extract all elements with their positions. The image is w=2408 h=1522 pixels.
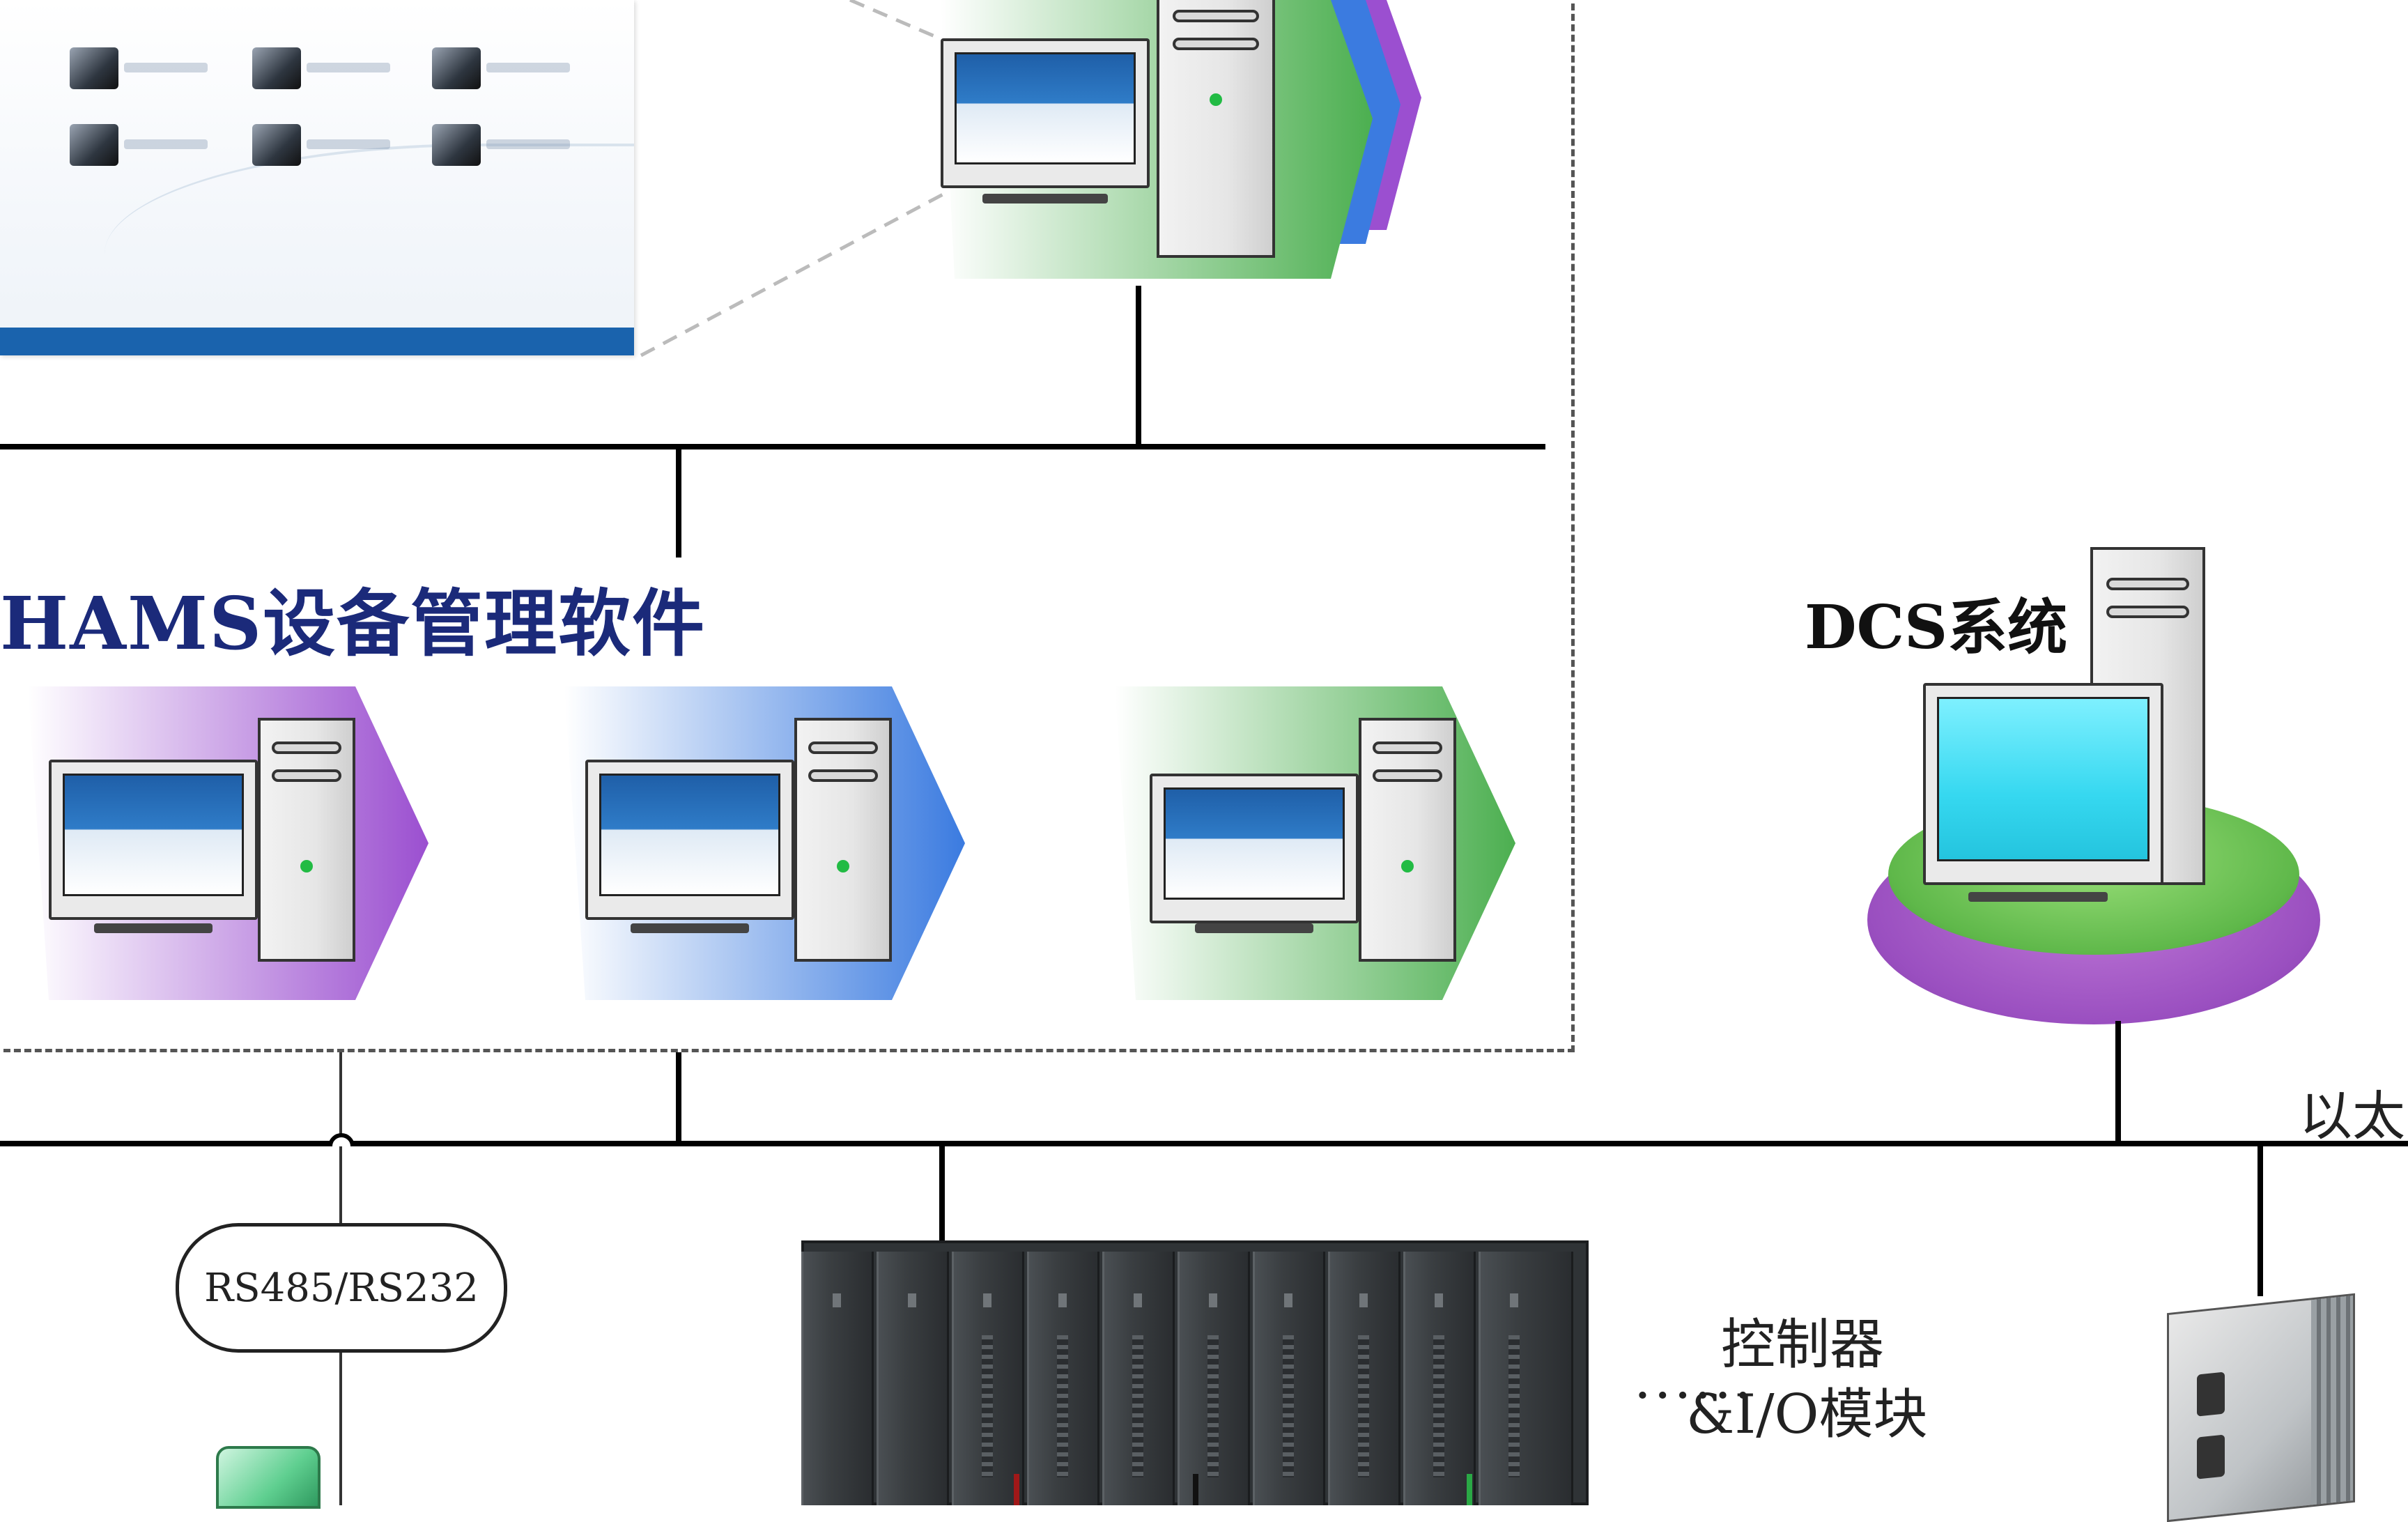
signal-wire <box>1467 1474 1472 1505</box>
link-line <box>2115 1021 2121 1146</box>
device-icon <box>70 47 118 89</box>
serial-protocol-label: RS485/RS232 <box>176 1223 507 1353</box>
monitor-stand <box>1195 923 1313 933</box>
serial-device-icon <box>216 1446 321 1509</box>
monitor-stand <box>982 194 1108 203</box>
desktop-computer-icon <box>1150 774 1359 923</box>
controller-label: 控制器 <box>1721 1314 1885 1376</box>
callout-lines <box>640 0 956 358</box>
software-screenshot-panel <box>0 0 634 355</box>
upper-bus-line <box>0 444 1545 449</box>
tile-label <box>486 63 570 72</box>
link-line <box>1136 286 1141 449</box>
device-icon <box>432 124 481 166</box>
server-tower-icon <box>1359 718 1456 962</box>
signal-wire <box>1193 1474 1198 1505</box>
io-module-label: &I/O模块 <box>1686 1383 1928 1446</box>
ethernet-label: 以太 <box>2299 1085 2405 1147</box>
tile-label <box>124 139 208 149</box>
desktop-computer-icon <box>585 760 794 920</box>
main-ethernet-bus <box>0 1141 2408 1146</box>
hams-title: HAMS设备管理软件 <box>0 581 707 666</box>
monitor-stand <box>1968 892 2108 902</box>
device-icon <box>432 47 481 89</box>
link-line <box>676 1052 681 1146</box>
client-workstation-3 <box>1115 686 1519 1000</box>
server-tower-icon <box>1157 0 1275 258</box>
controller-dots: ...... <box>1634 1348 1754 1411</box>
server-tower-icon <box>794 718 892 962</box>
link-line <box>2258 1143 2263 1296</box>
controller-rack-icon <box>801 1240 1589 1505</box>
desktop-computer-icon <box>941 38 1150 188</box>
screenshot-tile <box>432 121 585 170</box>
signal-wire <box>1014 1474 1019 1505</box>
screenshot-tile <box>70 121 223 170</box>
screenshot-tile <box>252 121 406 170</box>
server-tower-icon <box>258 718 355 962</box>
tile-label <box>486 139 570 149</box>
gateway-device-icon <box>2167 1293 2355 1522</box>
panel-footer-bar <box>0 328 634 355</box>
screenshot-tile <box>70 45 223 93</box>
top-server-workstation <box>941 0 1428 286</box>
client-workstation-1 <box>28 686 432 1000</box>
dcs-workstation <box>1916 547 2251 923</box>
desktop-computer-icon <box>49 760 258 920</box>
tile-label <box>307 63 390 72</box>
tile-label <box>307 139 390 149</box>
screenshot-tile <box>432 45 585 93</box>
line-hop <box>328 1133 355 1147</box>
client-workstation-2 <box>564 686 968 1000</box>
device-icon <box>252 124 301 166</box>
link-line <box>676 446 681 558</box>
desktop-computer-icon <box>1923 683 2163 885</box>
device-icon <box>70 124 118 166</box>
screenshot-tile <box>252 45 406 93</box>
monitor-stand <box>94 923 213 933</box>
panel-swoosh <box>105 144 634 328</box>
tile-label <box>124 63 208 72</box>
link-line <box>939 1143 945 1244</box>
dcs-label: DCS系统 <box>1805 592 2068 663</box>
device-icon <box>252 47 301 89</box>
hams-enclosure <box>0 0 1575 1052</box>
monitor-stand <box>631 923 749 933</box>
